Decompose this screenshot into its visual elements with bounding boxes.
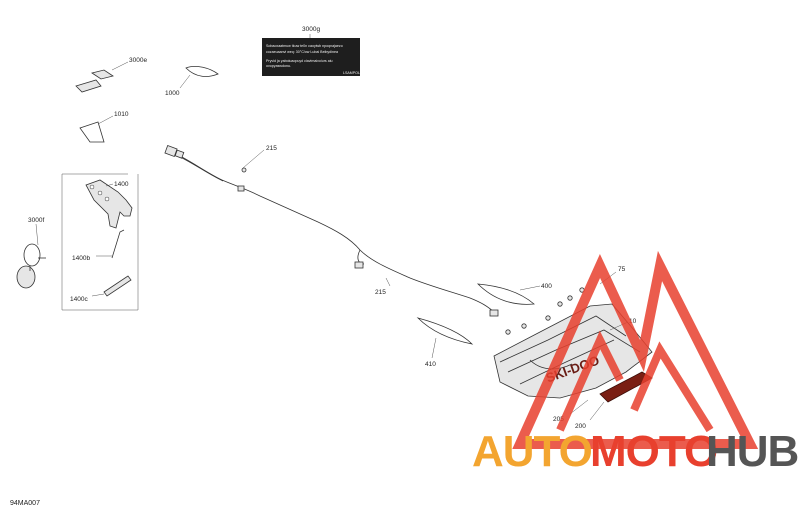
label-1400b: 1400b (72, 255, 90, 262)
label-3000g: 3000g (302, 26, 320, 33)
label-3000e: 3000e (129, 57, 147, 64)
decal-1000 (185, 66, 219, 77)
label-1400c: 1400c (70, 296, 88, 303)
mirror-3000f (16, 243, 46, 289)
diagram-code: 94MA007 (10, 500, 40, 507)
moulding-410 (416, 317, 474, 345)
label-205: 205 (553, 416, 564, 423)
sticker-line-2: cozaeuaanvi weq: 30°C/ow Lubai Beibydine… (266, 50, 338, 54)
wrench-1400 (85, 179, 133, 229)
hex-key-1400b (111, 229, 125, 259)
watermark-moto: MOTO (590, 427, 717, 476)
label-200: 200 (575, 423, 586, 430)
watermark-logo (512, 250, 759, 449)
label-1010: 1010 (114, 111, 129, 118)
label-215: 215 (375, 289, 386, 296)
sticker-line-3: Pryvid ja yaboiuaopuyd ciavimaixoiurs ai… (266, 59, 333, 63)
sticker-code: LSAMPOL (343, 71, 360, 75)
tool-1400c (103, 275, 132, 297)
tool-kit-box (61, 173, 139, 311)
label-10: 10 (629, 318, 637, 325)
sticker-3000g: Sobaoxaatmuw tkuw te0n caoyiwb npoqnajae… (262, 38, 360, 76)
label-400: 400 (541, 283, 552, 290)
watermark-hub: HUB (706, 427, 798, 476)
label-1000: 1000 (165, 90, 180, 97)
moulding-400 (476, 283, 535, 305)
decal-3000e (75, 69, 114, 93)
decal-1010 (79, 121, 105, 143)
sticker-line-4: ovopyaswdonu. (266, 64, 291, 68)
label-3000f: 3000f (28, 217, 44, 224)
label-75: 75 (618, 266, 626, 273)
wiring-harness-215 (164, 145, 499, 317)
label-410: 410 (425, 361, 436, 368)
watermark-auto: AUTO (472, 427, 592, 476)
label-215-top: 215 (266, 145, 277, 152)
label-1400: 1400 (114, 181, 129, 188)
sticker-line-1: Sobaoxaatmuw tkuw te0n caoyiwb npoqnajae… (266, 44, 343, 48)
